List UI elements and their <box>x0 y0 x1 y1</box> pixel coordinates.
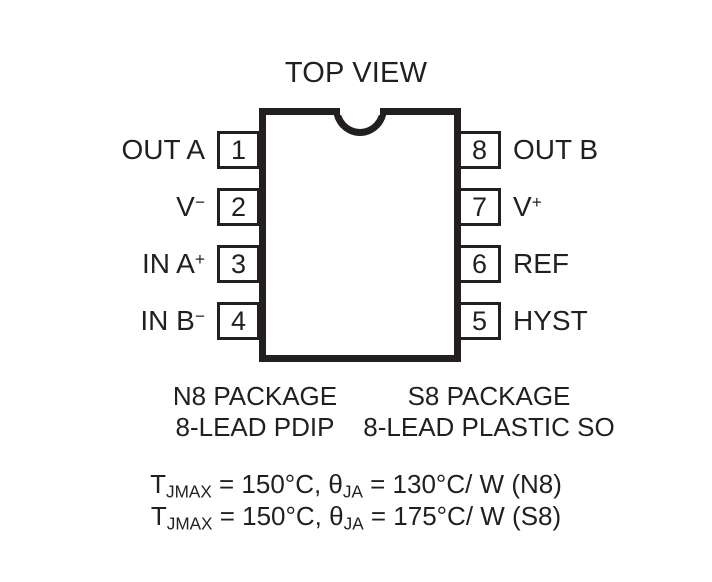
thermal-s8-tj-value: = 150°C, <box>212 501 330 531</box>
pin-label-4: IN B− <box>140 302 205 340</box>
thermal-n8-tj-subscript: JMAX <box>166 481 212 502</box>
package-notch-mouth <box>340 106 380 115</box>
pin-label-8: OUT B <box>513 131 598 169</box>
package-s8-description: 8-LEAD PLASTIC SO <box>363 412 615 442</box>
thermal-spec-s8: TJMAX = 150°C, θJA = 175°C/ W (S8) <box>0 500 712 532</box>
thermal-n8-tj-value: = 150°C, <box>211 469 329 499</box>
pin-label-2: V− <box>176 188 205 226</box>
thermal-n8-theta-value: = 130°C/ W (N8) <box>362 469 562 499</box>
pin-label-1-text: OUT A <box>121 134 205 165</box>
pin-label-1: OUT A <box>121 131 205 169</box>
pin-box-2: 2 <box>217 188 260 226</box>
top-view-title: TOP VIEW <box>284 57 428 89</box>
pin-label-2-sign: − <box>194 192 205 213</box>
thermal-s8-theta-subscript: JA <box>343 513 364 534</box>
pin-label-8-text: OUT B <box>513 134 599 165</box>
pin-box-4: 4 <box>217 302 260 340</box>
thermal-n8-theta-symbol: θ <box>328 469 343 499</box>
package-n8-name: N8 PACKAGE <box>172 381 338 411</box>
pin-label-4-sign: − <box>194 306 205 327</box>
package-n8-description: 8-LEAD PDIP <box>175 412 335 442</box>
package-s8-name: S8 PACKAGE <box>407 381 571 411</box>
pin-box-5: 5 <box>458 302 501 340</box>
pin-box-6: 6 <box>458 245 501 283</box>
pin-label-3-sign: + <box>194 249 205 270</box>
pin-label-3: IN A+ <box>142 245 205 283</box>
thermal-s8-tj-subscript: JMAX <box>166 513 213 534</box>
pin-box-7: 7 <box>458 188 501 226</box>
pin-label-5-text: HYST <box>513 305 588 336</box>
pin-label-3-text: IN A <box>141 248 195 279</box>
pin-label-6-text: REF <box>513 248 569 279</box>
pin-box-8: 8 <box>458 131 501 169</box>
thermal-spec-n8: TJMAX = 150°C, θJA = 130°C/ W (N8) <box>0 468 712 500</box>
pin-box-3: 3 <box>217 245 260 283</box>
pin-label-2-text: V <box>176 191 195 222</box>
thermal-n8-theta-subscript: JA <box>342 481 363 502</box>
pin-label-5: HYST <box>513 302 588 340</box>
pin-label-7-text: V <box>513 191 532 222</box>
pin-label-6: REF <box>513 245 569 283</box>
pin-label-7: V+ <box>513 188 542 226</box>
thermal-n8-tj-symbol: T <box>150 469 167 499</box>
thermal-s8-theta-value: = 175°C/ W (S8) <box>363 501 562 531</box>
pin-box-1: 1 <box>217 131 260 169</box>
package-caption-n8: N8 PACKAGE 8-LEAD PDIP <box>131 381 379 443</box>
thermal-s8-theta-symbol: θ <box>329 501 344 531</box>
package-caption-s8: S8 PACKAGE 8-LEAD PLASTIC SO <box>360 381 618 443</box>
package-body-outline <box>259 108 461 362</box>
pin-label-7-sign: + <box>531 192 542 213</box>
thermal-s8-tj-symbol: T <box>150 501 167 531</box>
pin-label-4-text: IN B <box>140 305 195 336</box>
